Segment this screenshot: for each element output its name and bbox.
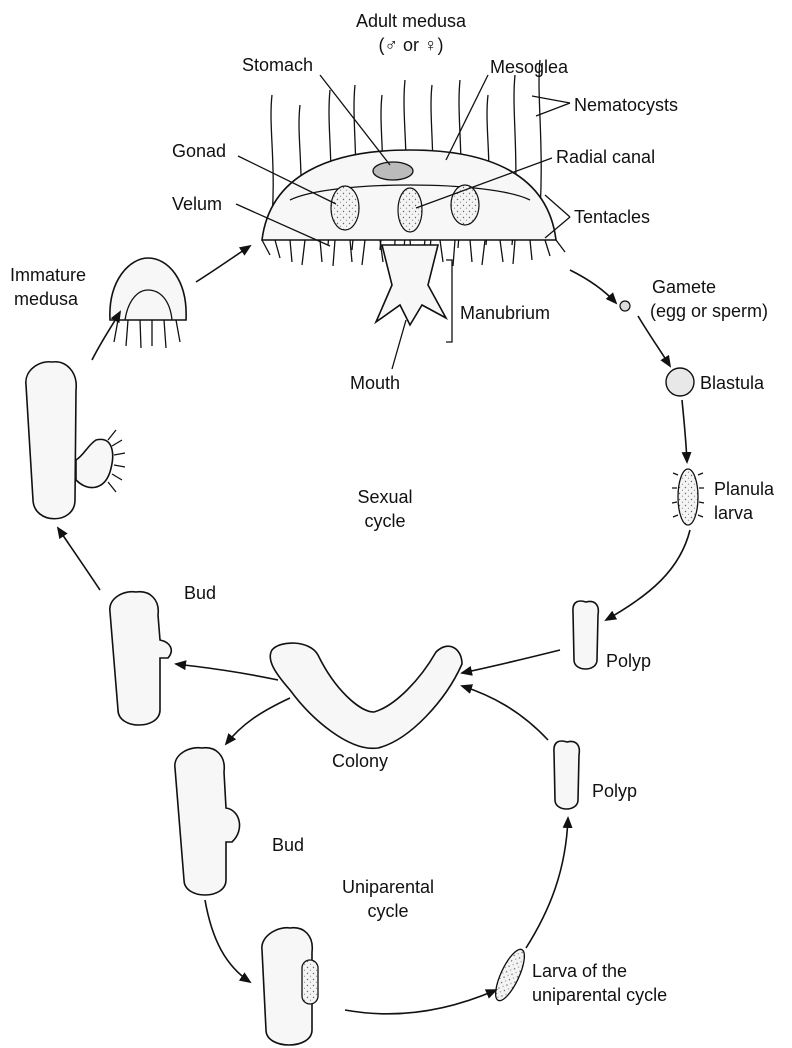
arrow-larva-to-polyp bbox=[526, 818, 568, 948]
label-cycle-sexual: cycle bbox=[330, 510, 440, 532]
arrow-colony-to-bud-lower bbox=[226, 698, 290, 744]
label-bud-bottom: Bud bbox=[272, 834, 304, 856]
leader-mesoglea bbox=[446, 75, 488, 160]
manubrium-bracket bbox=[446, 260, 452, 342]
arrow-colony-to-bud bbox=[176, 664, 278, 680]
budding-polyp-uniparental-bottom bbox=[262, 928, 318, 1045]
budding-polyp-uniparental-top bbox=[175, 748, 240, 895]
label-gonad: Gonad bbox=[172, 140, 226, 162]
gonad-center bbox=[398, 188, 422, 232]
label-nematocysts: Nematocysts bbox=[574, 94, 678, 116]
blastula-shape bbox=[666, 368, 694, 396]
arrow-adult-to-gamete bbox=[570, 270, 616, 303]
stomach-shape bbox=[373, 162, 413, 180]
arrow-gamete-to-blastula bbox=[638, 316, 670, 366]
label-immature: Immature bbox=[10, 264, 86, 286]
arrow-bud-to-immature bbox=[92, 312, 120, 360]
arrow-immature-to-adult bbox=[196, 246, 250, 282]
arrow-bud-to-budding-lower bbox=[205, 900, 250, 982]
label-larva: larva bbox=[714, 502, 753, 524]
arrow-blastula-to-planula bbox=[682, 400, 687, 462]
label-medusa: medusa bbox=[14, 288, 78, 310]
arrow-bud-to-budding-polyp bbox=[58, 528, 100, 590]
label-polyp-top: Polyp bbox=[606, 650, 651, 672]
polyp-right-top-figure bbox=[573, 601, 598, 669]
planula-larva-figure bbox=[672, 469, 704, 525]
label-gamete: Gamete bbox=[652, 276, 716, 298]
immature-medusa-figure bbox=[110, 258, 186, 348]
budding-polyp-sexual-bottom bbox=[110, 592, 171, 725]
uniparental-larva-figure bbox=[490, 946, 530, 1004]
label-sex-symbols: (♂ or ♀) bbox=[326, 34, 496, 56]
label-uniparental: Uniparental bbox=[318, 876, 458, 898]
label-uniparental-cycle: uniparental cycle bbox=[532, 984, 667, 1006]
colony-shape bbox=[270, 643, 462, 748]
label-adult-medusa: Adult medusa bbox=[326, 10, 496, 32]
gonad-right bbox=[451, 185, 479, 225]
manubrium-shape bbox=[376, 245, 446, 325]
gamete-shape bbox=[620, 301, 630, 311]
leader-nematocysts-b bbox=[536, 103, 570, 116]
leader-mouth bbox=[392, 320, 406, 369]
label-stomach: Stomach bbox=[242, 54, 313, 76]
label-manubrium: Manubrium bbox=[460, 302, 550, 324]
label-blastula: Blastula bbox=[700, 372, 764, 394]
label-radial-canal: Radial canal bbox=[556, 146, 655, 168]
leader-nematocysts-a bbox=[532, 96, 570, 103]
label-bud-top: Bud bbox=[184, 582, 216, 604]
budding-polyp-sexual-top bbox=[26, 362, 125, 519]
label-polyp-bottom: Polyp bbox=[592, 780, 637, 802]
label-velum: Velum bbox=[172, 193, 222, 215]
arrow-planula-to-polyp bbox=[606, 530, 690, 620]
label-egg-or-sperm: (egg or sperm) bbox=[650, 300, 768, 322]
label-mouth: Mouth bbox=[350, 372, 400, 394]
label-tentacles: Tentacles bbox=[574, 206, 650, 228]
label-planula: Planula bbox=[714, 478, 774, 500]
arrow-polyp-to-colony-lower bbox=[462, 686, 548, 740]
arrow-budding-to-larva bbox=[345, 990, 496, 1014]
label-sexual: Sexual bbox=[330, 486, 440, 508]
label-cycle-uniparental: cycle bbox=[318, 900, 458, 922]
label-mesoglea: Mesoglea bbox=[490, 56, 568, 78]
gonad-left bbox=[331, 186, 359, 230]
adult-medusa-figure bbox=[262, 60, 565, 342]
label-larva-of-the: Larva of the bbox=[532, 960, 627, 982]
polyp-right-bottom-figure bbox=[554, 741, 579, 809]
arrow-polyp-to-colony bbox=[462, 650, 560, 673]
label-colony: Colony bbox=[332, 750, 388, 772]
